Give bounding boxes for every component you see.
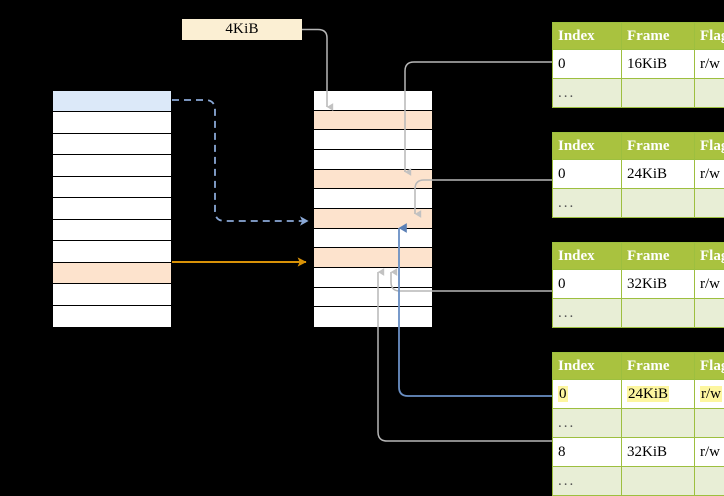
virtual-page-row-1 [53,112,171,133]
cell-flags: r/w [695,160,724,189]
physical-frame-row-11 [314,307,432,327]
table-row: ... [553,467,724,496]
physical-frame-row-0 [314,91,432,111]
column-header-flags: Flags [695,243,724,270]
cell-index: ... [553,299,622,328]
column-header-frame: Frame [622,133,695,160]
column-header-flags: Flags [695,353,724,380]
column-header-frame: Frame [622,243,695,270]
cell-index: ... [553,409,622,438]
table-row: ... [553,79,724,108]
page-table-3: IndexFrameFlags032KiBr/w... [552,242,724,328]
cell-frame [622,189,695,218]
virtual-page-row-9 [53,284,171,305]
cell-index: 8 [553,438,622,467]
cell-index: 0 [553,380,622,409]
cell-frame: 24KiB [622,380,695,409]
page-size-label: 4KiB [182,19,302,40]
page-table-4: IndexFrameFlags024KiBr/w...832KiBr/w... [552,352,724,496]
wire-virtual-row0-to-physical [172,100,308,221]
physical-frame-row-3 [314,150,432,170]
page-table-1: IndexFrameFlags016KiBr/w... [552,22,724,108]
cell-flags [695,467,724,496]
cell-flags: r/w [695,380,724,409]
column-header-index: Index [553,353,622,380]
physical-frame-row-8 [314,248,432,268]
physical-frame-row-9 [314,268,432,288]
page-table-2: IndexFrameFlags024KiBr/w... [552,132,724,218]
cell-index: ... [553,79,622,108]
virtual-page-row-3 [53,155,171,176]
column-header-index: Index [553,23,622,50]
physical-frame-row-7 [314,229,432,249]
cell-index: 0 [553,160,622,189]
physical-frame-row-5 [314,189,432,209]
column-header-index: Index [553,243,622,270]
column-header-index: Index [553,133,622,160]
cell-frame: 24KiB [622,160,695,189]
column-header-flags: Flags [695,23,724,50]
cell-frame: 32KiB [622,270,695,299]
cell-frame [622,299,695,328]
cell-frame [622,409,695,438]
cell-index: ... [553,467,622,496]
column-header-frame: Frame [622,23,695,50]
virtual-page-row-0 [53,91,171,112]
virtual-page-row-8 [53,263,171,284]
virtual-address-column [52,90,172,328]
wire-table2-to-frame [415,180,552,214]
cell-frame: 32KiB [622,438,695,467]
virtual-page-row-4 [53,177,171,198]
virtual-page-row-5 [53,198,171,219]
virtual-page-row-10 [53,306,171,327]
cell-index: ... [553,189,622,218]
column-header-frame: Frame [622,353,695,380]
cell-index: 0 [553,270,622,299]
table-header-row: IndexFrameFlags [553,243,724,270]
physical-frame-row-10 [314,288,432,308]
page-size-text: 4KiB [225,21,258,38]
cell-frame [622,467,695,496]
table-row: ... [553,299,724,328]
table-header-row: IndexFrameFlags [553,353,724,380]
physical-frame-row-4 [314,170,432,190]
column-header-flags: Flags [695,133,724,160]
cell-flags: r/w [695,50,724,79]
cell-frame [622,79,695,108]
table-header-row: IndexFrameFlags [553,23,724,50]
diagram-canvas: 4KiB IndexFrameFlags016KiBr/w... IndexFr… [0,0,724,482]
physical-memory-column [313,90,433,328]
virtual-page-row-6 [53,220,171,241]
table-header-row: IndexFrameFlags [553,133,724,160]
cell-flags: r/w [695,270,724,299]
cell-flags: r/w [695,438,724,467]
cell-flags [695,79,724,108]
cell-flags [695,189,724,218]
table-row: ... [553,189,724,218]
physical-frame-row-1 [314,111,432,131]
cell-flags [695,299,724,328]
table-row: ... [553,409,724,438]
physical-frame-row-2 [314,130,432,150]
virtual-page-row-2 [53,134,171,155]
cell-index: 0 [553,50,622,79]
cell-frame: 16KiB [622,50,695,79]
virtual-page-row-7 [53,241,171,262]
cell-flags [695,409,724,438]
physical-frame-row-6 [314,209,432,229]
